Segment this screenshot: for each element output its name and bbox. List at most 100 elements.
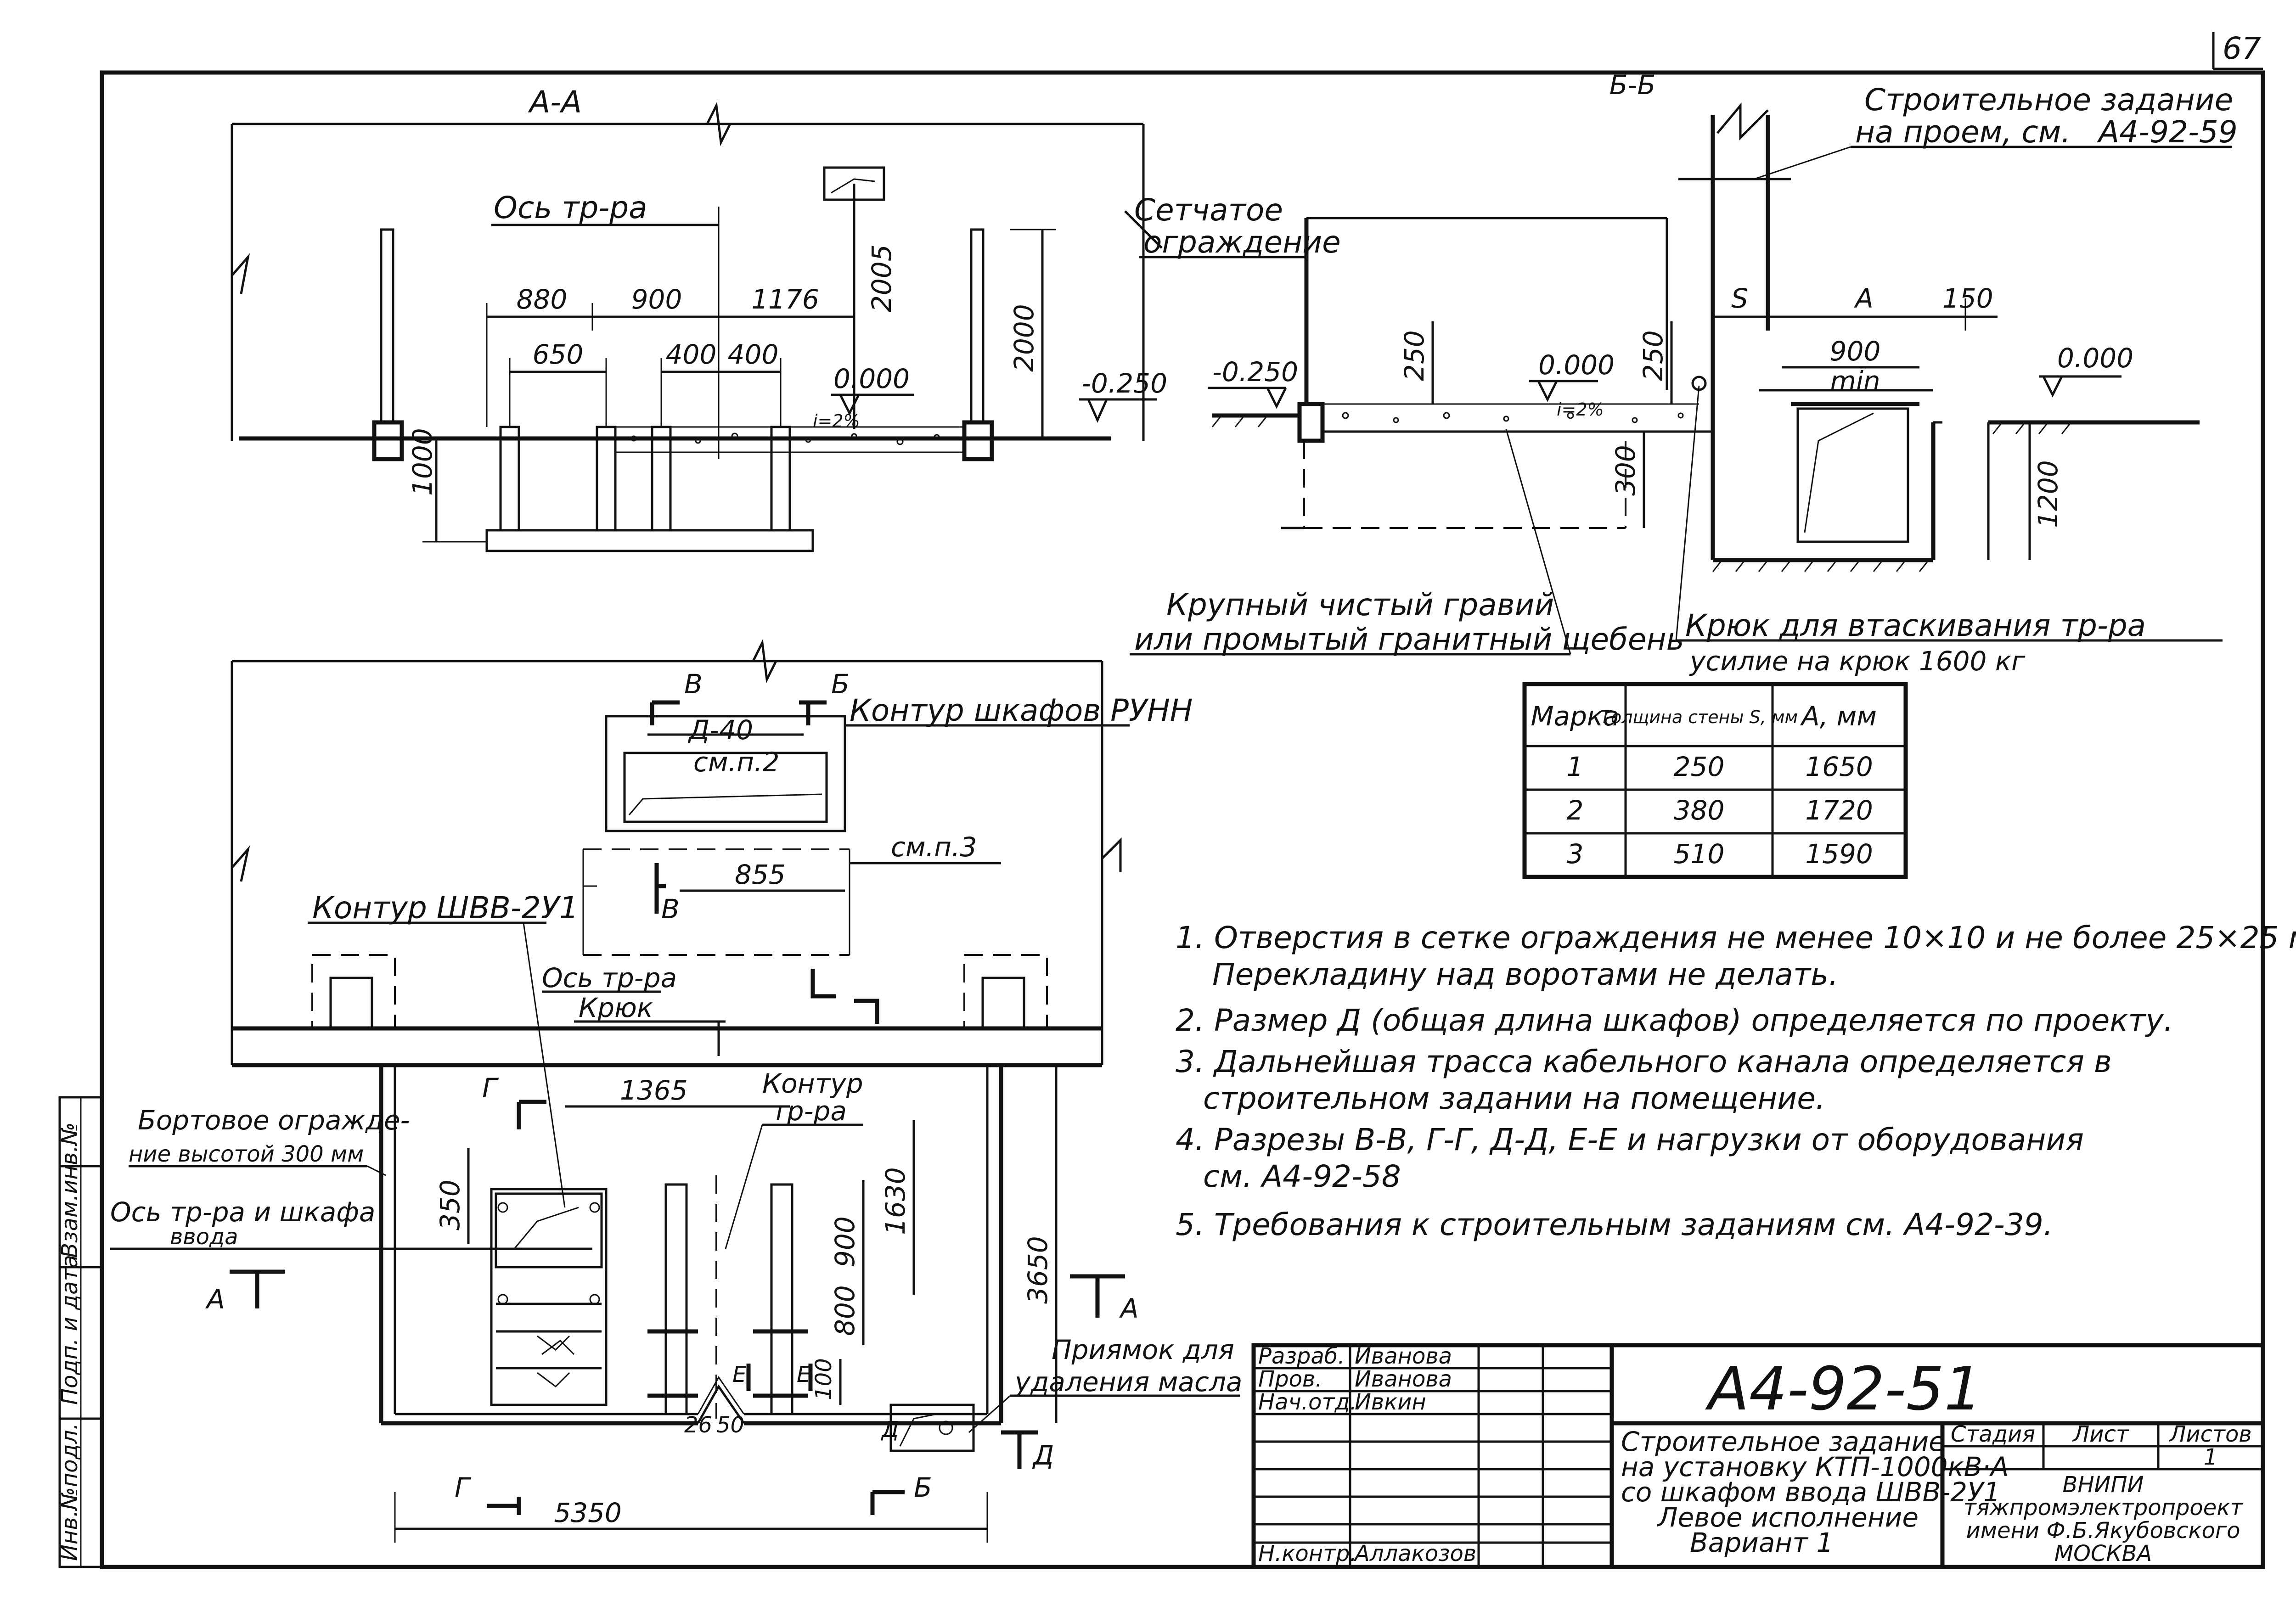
sig-name-4: Аллакозов <box>1353 1541 1476 1566</box>
stamp-replace-inv: Взам.инв.№ <box>57 1123 83 1258</box>
mark-a-right: А <box>1119 1293 1139 1324</box>
plan-axis-cab-label1: Ось тр-ра и шкафа <box>110 1196 375 1228</box>
bb-task-line2: на проем, см. <box>1855 114 2071 150</box>
title-line-2: на установку КТП-1000кВ·А <box>1621 1451 2009 1482</box>
sig-role-3: Нач.отд. <box>1258 1389 1357 1415</box>
plan-dim-800: 800 <box>829 1285 861 1336</box>
org-name-2: тяжпромэлектропроект <box>1964 1495 2244 1521</box>
note-3a: 3. Дальнейшая трасса кабельного канала о… <box>1176 1044 2112 1079</box>
plan-see-p2: см.п.2 <box>693 747 779 778</box>
aa-axis-label: Ось тр-ра <box>494 190 647 225</box>
bb-dim-250b: 250 <box>1638 330 1669 381</box>
plan-tr-label1: Контур <box>762 1068 863 1099</box>
bb-level-zero-b: 0.000 <box>2057 342 2133 374</box>
sig-name-1: Иванова <box>1355 1343 1452 1369</box>
sig-name-3: Ивкин <box>1355 1389 1426 1415</box>
plan-curb-label2: ние высотой 300 мм <box>129 1141 364 1167</box>
bb-fence-line1: Сетчатое <box>1134 192 1283 228</box>
mark-g-bottom: Г <box>455 1472 472 1503</box>
stamp-sign-date: Подп. и дата <box>57 1255 83 1405</box>
plan-dim-50: 50 <box>716 1412 744 1438</box>
title-line-3: со шкафом ввода ШВВ-2У1 <box>1621 1476 2000 1508</box>
plan-dim-100: 100 <box>811 1358 837 1400</box>
table-cell: 2 <box>1567 795 1584 826</box>
bb-dim-a: А <box>1853 283 1874 314</box>
mark-b-top: Б <box>831 668 850 700</box>
bb-dim-1200: 1200 <box>2032 460 2064 528</box>
bb-task-ref: А4-92-59 <box>2097 114 2238 150</box>
aa-dim-1000: 1000 <box>407 428 438 496</box>
mark-a-left: А <box>205 1284 225 1315</box>
org-sheet-no: 1 <box>2204 1444 2218 1470</box>
plan-curb-label1: Бортовое огражде- <box>138 1105 410 1136</box>
aa-dim-1176: 1176 <box>751 284 819 315</box>
bb-gravel-line1: Крупный чистый гравий <box>1166 587 1554 623</box>
bb-level-zero-a: 0.000 <box>1538 349 1615 381</box>
section-bb-title: Б-Б <box>1609 69 1656 101</box>
note-5: 5. Требования к строительным заданиям см… <box>1176 1207 2053 1242</box>
plan-dim-d: Д-40 <box>687 714 753 746</box>
aa-dim-900: 900 <box>631 284 682 315</box>
title-line-5: Вариант 1 <box>1690 1527 1833 1558</box>
org-name-4: МОСКВА <box>2054 1541 2152 1566</box>
table-cell: 1720 <box>1805 795 1873 826</box>
sig-name-2: Иванова <box>1355 1366 1452 1392</box>
plan-axis-label: Ось тр-ра <box>542 962 677 994</box>
aa-dim-650: 650 <box>533 339 584 370</box>
plan-cabinets-label: Контур шкафов РУНН <box>850 693 1193 728</box>
table-cell: 1650 <box>1805 751 1873 782</box>
org-header-stage: Стадия <box>1951 1421 2035 1447</box>
bb-dim-250a: 250 <box>1399 330 1430 381</box>
note-1a: 1. Отверстия в сетке ограждения не менее… <box>1176 920 2296 955</box>
mark-v-top: В <box>684 668 703 700</box>
table-cell: 3 <box>1567 838 1584 870</box>
table-cell: 510 <box>1674 838 1725 870</box>
plan-pit-label1: Приямок для <box>1052 1334 1234 1365</box>
section-aa: А-А Ось тр-ра <box>231 84 1167 552</box>
plan-dim-900: 900 <box>829 1216 861 1267</box>
mark-e-left: Е <box>732 1362 747 1387</box>
bb-dim-150: 150 <box>1942 283 1993 314</box>
org-name-1: ВНИПИ <box>2063 1472 2144 1498</box>
sig-role-2: Пров. <box>1258 1366 1322 1392</box>
plan-hook-label: Крюк <box>579 992 653 1023</box>
mark-e-right: Е <box>797 1362 811 1387</box>
stamp-inv-no: Инв.№подл. <box>57 1423 83 1561</box>
notes: 1. Отверстия в сетке ограждения не менее… <box>1176 920 2296 1242</box>
aa-level-minus: -0.250 <box>1081 368 1167 399</box>
plan-dim-5350: 5350 <box>554 1497 622 1528</box>
mark-d-left: Д <box>881 1417 899 1443</box>
plan-pit-label2: удаления масла <box>1014 1366 1242 1398</box>
plan-see-p3: см.п.3 <box>891 831 977 863</box>
section-aa-title: А-А <box>528 84 582 120</box>
bb-gravel-line2: или промытый гранитный щебень <box>1134 622 1684 657</box>
aa-dim-400a: 400 <box>666 339 717 370</box>
table-cell: 1 <box>1567 751 1584 782</box>
table-header-thickness: Толщина стены S, мм <box>1600 707 1798 727</box>
plan-view: Д-40 см.п.2 Контур шкафов РУНН В Б В 855… <box>110 639 1242 1543</box>
title-block: Разраб. Иванова Пров. Иванова Нач.отд. И… <box>1251 1343 2265 1569</box>
aa-level-zero: 0.000 <box>833 363 910 394</box>
bb-level-minus: -0.250 <box>1212 356 1298 387</box>
aa-dim-2005: 2005 <box>866 244 897 312</box>
plan-dim-350: 350 <box>434 1179 466 1230</box>
mark-b-bottom: Б <box>914 1472 932 1503</box>
bb-dim-min: min <box>1830 365 1880 397</box>
page-number: 67 <box>2223 31 2261 66</box>
title-line-4: Левое исполнение <box>1657 1502 1919 1533</box>
org-header-sheets: Листов <box>2168 1421 2251 1447</box>
bb-hook-line1: Крюк для втаскивания тр-ра <box>1685 608 2146 643</box>
note-3b: строительном задании на помещение. <box>1203 1081 1825 1116</box>
table-cell: 1590 <box>1805 838 1873 870</box>
bb-dim-s: S <box>1731 283 1748 314</box>
org-header-sheet: Лист <box>2072 1421 2130 1447</box>
sheet-code: А4-92-51 <box>1705 1354 1982 1424</box>
mark-g-top: Г <box>482 1072 499 1104</box>
plan-dim-1630: 1630 <box>880 1167 911 1235</box>
plan-dim-855: 855 <box>735 859 786 890</box>
bb-fence-line2: ограждение <box>1143 225 1341 260</box>
note-4b: см. А4-92-58 <box>1203 1159 1401 1194</box>
plan-axis-cab-label2: ввода <box>170 1224 238 1250</box>
note-1b: Перекладину над воротами не делать. <box>1212 957 1838 992</box>
plan-dim-1365: 1365 <box>620 1075 688 1106</box>
